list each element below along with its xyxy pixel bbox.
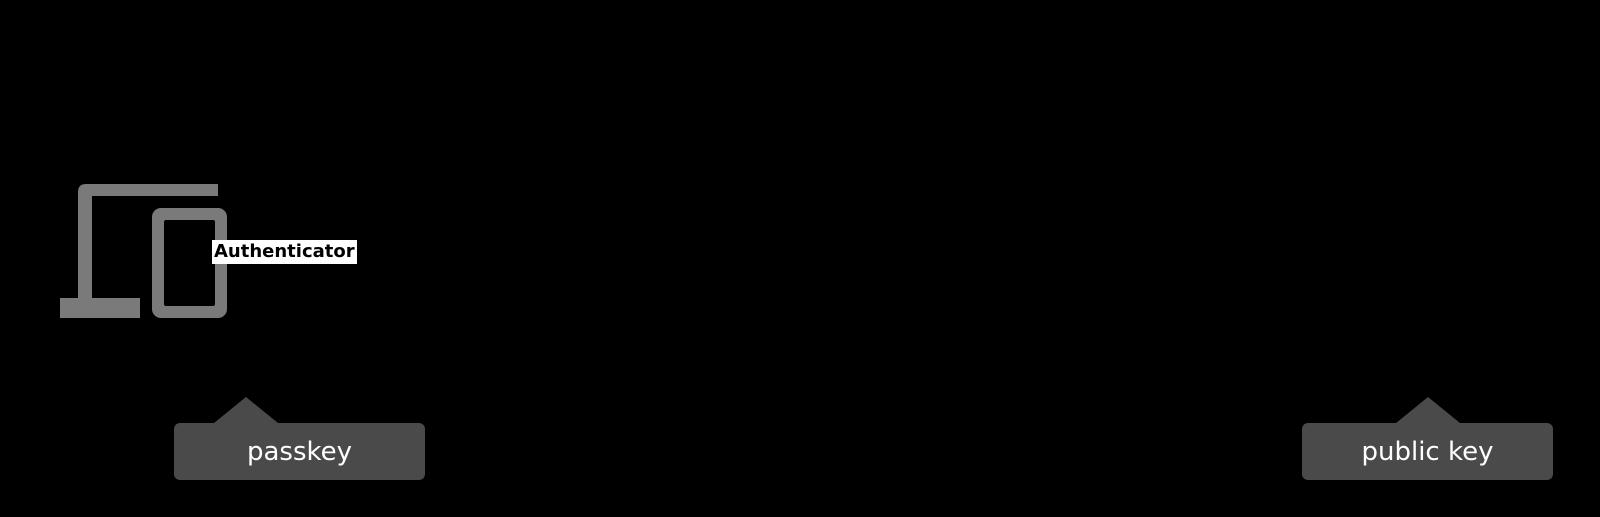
authenticator-label: Authenticator [212,240,357,264]
laptop-phone-icon [60,184,227,318]
passkey-tag-label: passkey [246,436,353,467]
public-key-tag: public key [1302,423,1553,480]
passkey-tag: passkey [174,423,425,480]
public-key-tag-label: public key [1361,436,1494,467]
